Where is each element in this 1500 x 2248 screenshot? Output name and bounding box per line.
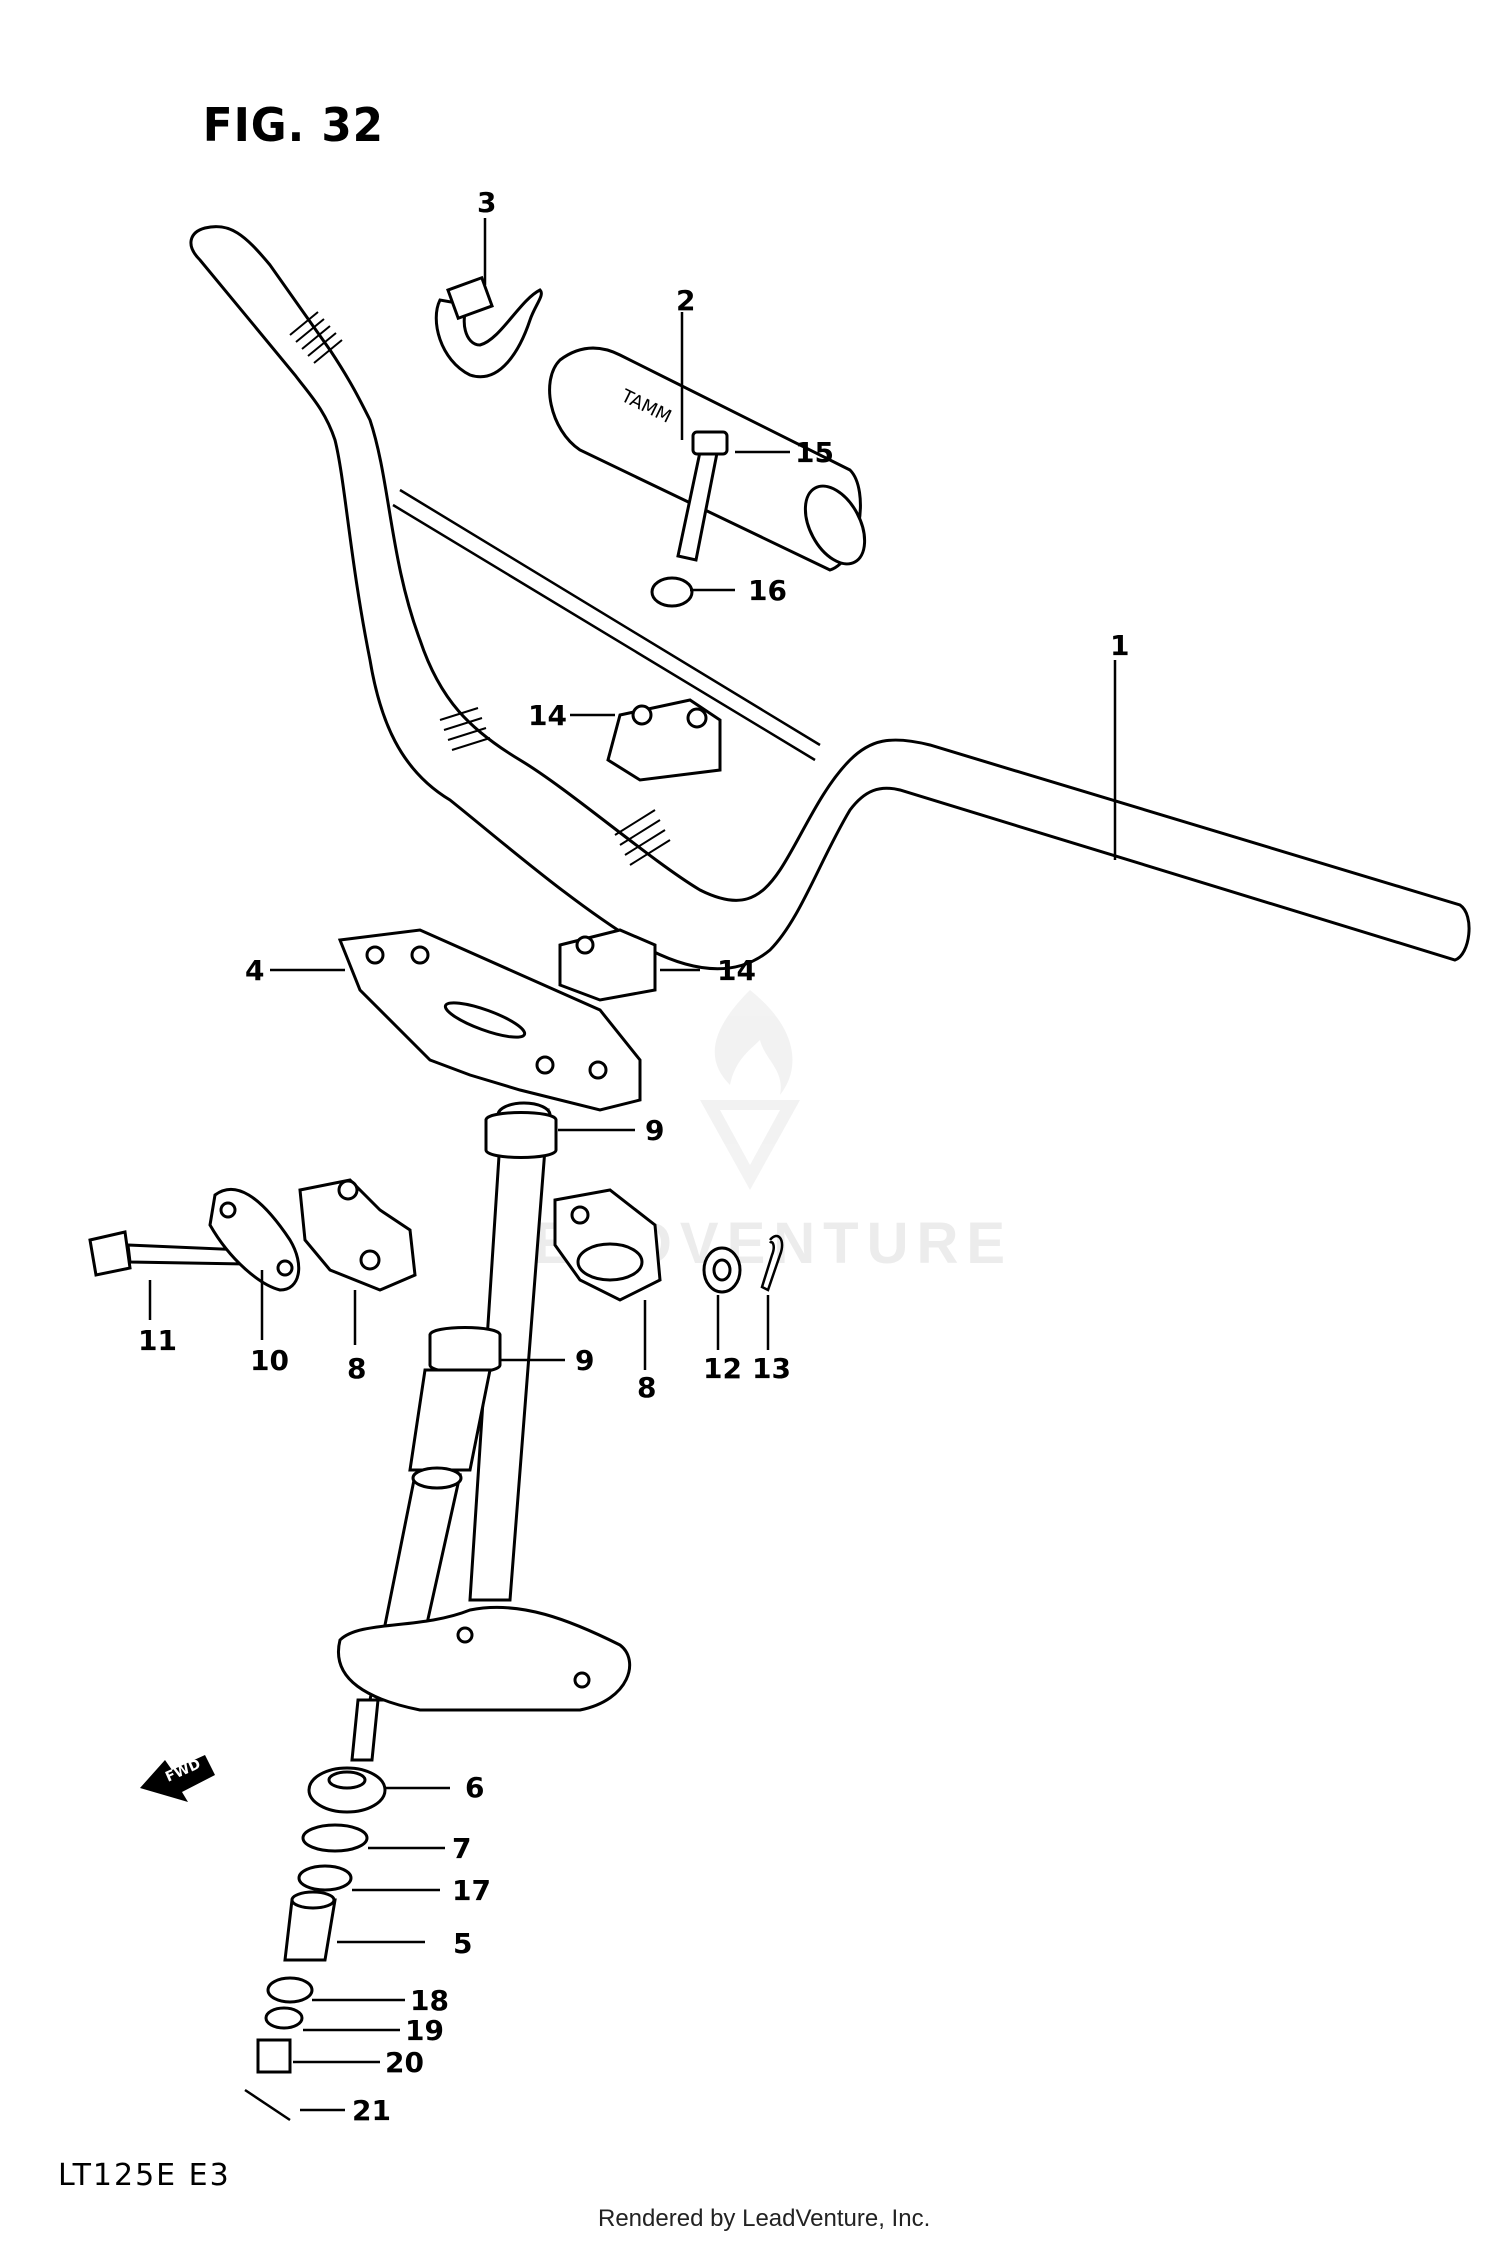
bolt-11-part <box>88 1230 247 1277</box>
upper-holder-top-part <box>606 698 722 782</box>
pad-bolt-part <box>676 430 729 562</box>
leader-lines <box>148 218 1117 2112</box>
shaft-bush-lower-part <box>408 1326 502 1472</box>
callout-13: 13 <box>752 1352 791 1385</box>
washer-18-part <box>266 1976 314 2004</box>
callout-9-lower: 9 <box>575 1344 594 1377</box>
shaft-bush-upper-part <box>484 1111 558 1159</box>
callout-18: 18 <box>410 1984 449 2017</box>
callout-7: 7 <box>452 1832 471 1865</box>
callout-20: 20 <box>385 2046 424 2079</box>
callout-21: 21 <box>352 2094 391 2127</box>
callout-2: 2 <box>676 284 695 317</box>
circlip-7-part <box>301 1823 369 1853</box>
nut-20-part <box>256 2038 292 2074</box>
callout-16: 16 <box>748 574 787 607</box>
holder-8-right-part <box>553 1188 662 1302</box>
cotter-21-part <box>244 2088 291 2122</box>
oil-seal-part <box>307 1766 387 1814</box>
holder-8-left-part <box>298 1178 417 1292</box>
clamp-clip-part <box>434 275 543 379</box>
callout-8-right: 8 <box>637 1371 656 1404</box>
nut-12-part <box>702 1246 742 1294</box>
callout-4: 4 <box>245 954 264 987</box>
upper-holder-bottom-part <box>558 928 657 1002</box>
callout-17: 17 <box>452 1874 491 1907</box>
callout-14-lower: 14 <box>717 954 756 987</box>
cotter-pin-13-part <box>760 1234 784 1292</box>
steering-bracket-plate-part <box>337 928 642 1112</box>
callout-labels: 1 2 3 4 5 6 7 8 8 9 9 10 11 12 13 14 14 … <box>138 186 1129 2127</box>
callout-3: 3 <box>477 186 496 219</box>
callout-8-left: 8 <box>347 1352 366 1385</box>
callout-19: 19 <box>405 2014 444 2047</box>
pad-nut-part <box>650 576 694 608</box>
callout-1: 1 <box>1110 629 1129 662</box>
callout-6: 6 <box>465 1771 484 1804</box>
callout-10: 10 <box>250 1344 289 1377</box>
handlebar-part <box>189 225 1471 971</box>
shaft-end-stub <box>350 1698 380 1762</box>
callout-11: 11 <box>138 1324 177 1357</box>
callout-12: 12 <box>703 1352 742 1385</box>
callout-14-upper: 14 <box>528 699 567 732</box>
washer-19-part <box>264 2006 304 2030</box>
o-ring-17-part <box>297 1864 353 1892</box>
callout-9-upper: 9 <box>645 1114 664 1147</box>
watermark-logo <box>700 990 800 1190</box>
lower-bracket-plate-part <box>337 1605 631 1712</box>
callout-5: 5 <box>453 1927 472 1960</box>
footer-credit: Rendered by LeadVenture, Inc. <box>598 2205 931 2232</box>
figure-title: FIG. 32 <box>202 98 385 152</box>
model-code: LT125E E3 <box>58 2158 231 2193</box>
fwd-arrow-icon: FWD <box>140 1755 215 1802</box>
collar-5-part <box>283 1890 337 1962</box>
callout-15: 15 <box>795 436 834 469</box>
plate-10-part <box>208 1187 301 1292</box>
